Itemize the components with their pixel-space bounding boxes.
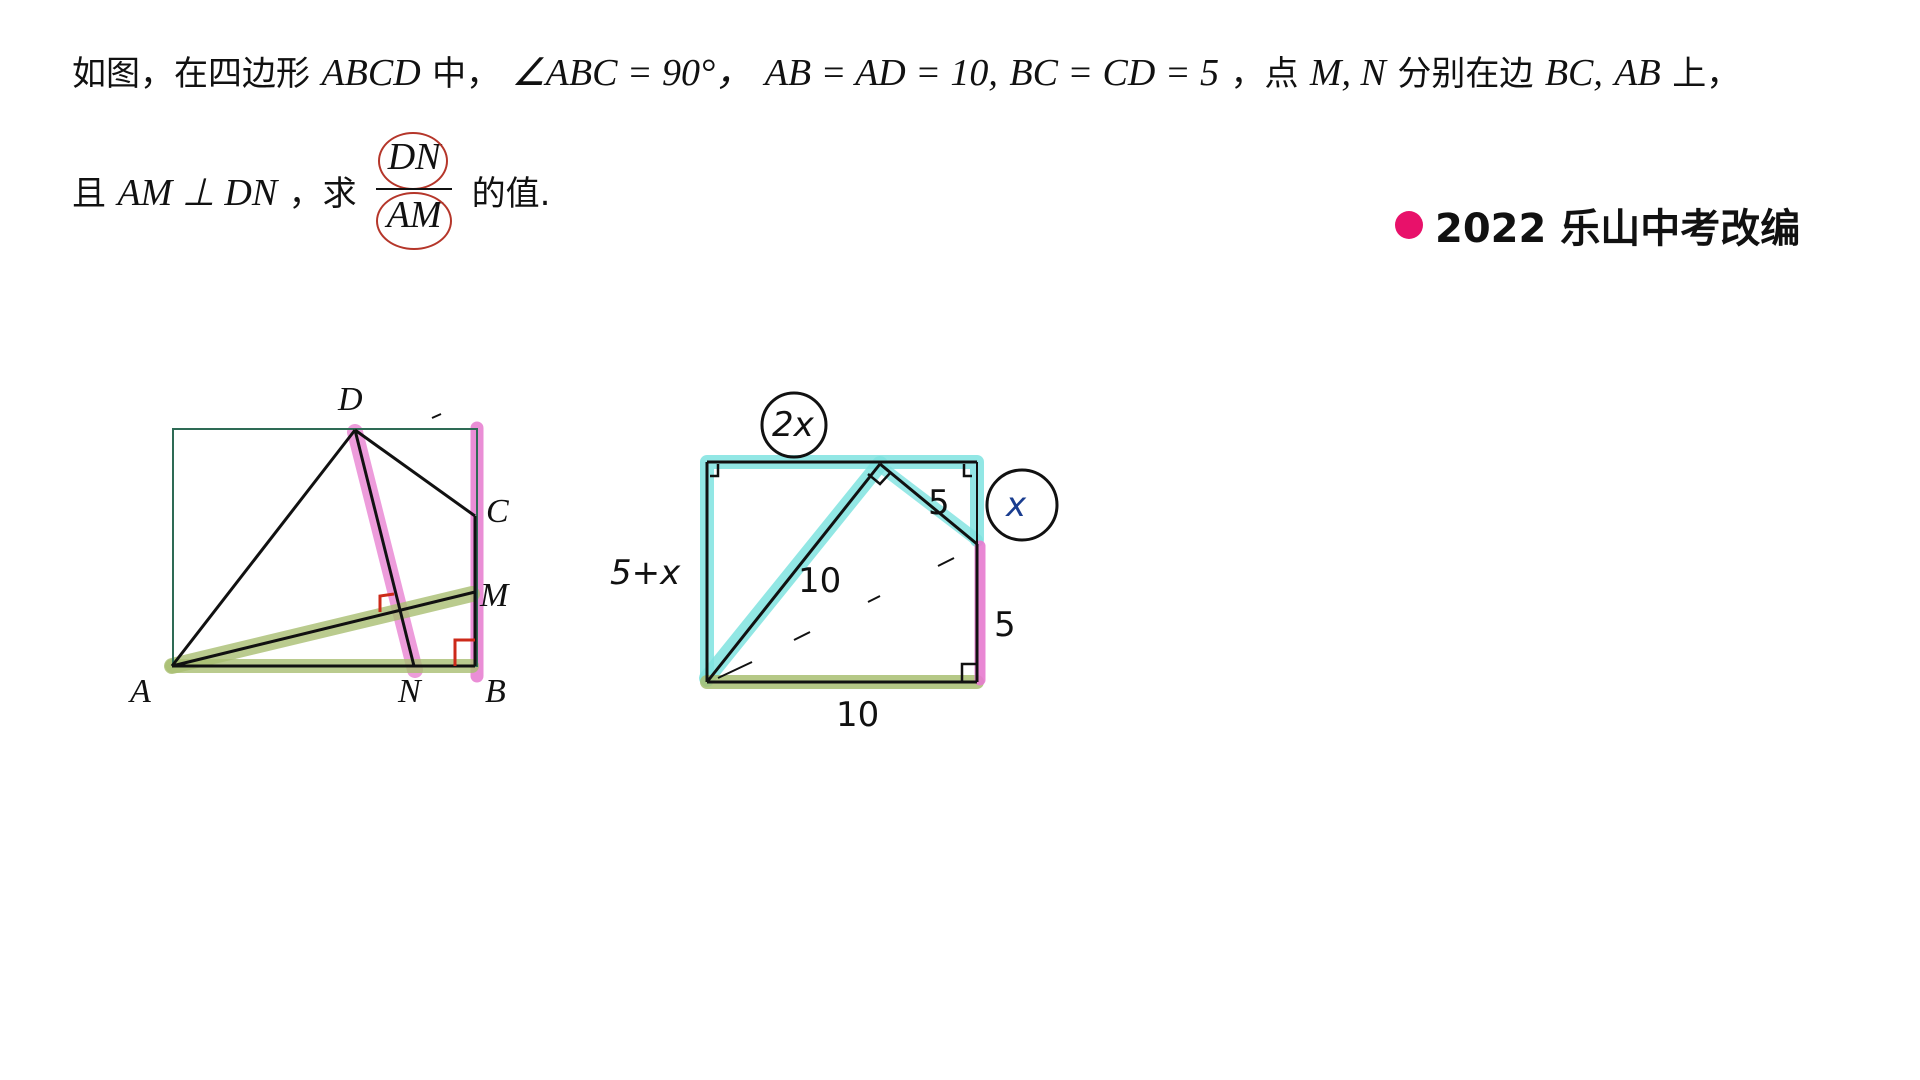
label-b: B bbox=[485, 673, 506, 710]
segment-dc bbox=[354, 428, 476, 518]
label-d: D bbox=[337, 381, 363, 418]
circle-x bbox=[985, 468, 1059, 542]
label-bottom-10: 10 bbox=[836, 695, 879, 735]
label-slant-5: 5 bbox=[928, 483, 950, 523]
edge-ab: AB bbox=[1614, 52, 1661, 94]
label-a: A bbox=[128, 673, 151, 710]
right-angle-perp bbox=[378, 592, 395, 612]
problem-line-2: 且 AM ⊥ DN ，求 DN AM 的值. bbox=[72, 132, 551, 250]
fraction-bar bbox=[376, 188, 453, 190]
problem-line-1: 如图，在四边形 ABCD 中， ∠ABC = 90°， AB = AD = 10… bbox=[72, 54, 1740, 92]
segment-am bbox=[171, 590, 476, 668]
label-5-plus-x: 5+x bbox=[610, 553, 681, 593]
fig2-right-angle-tl bbox=[710, 464, 720, 478]
perpendicular-condition: AM ⊥ DN bbox=[117, 172, 278, 214]
label-n: N bbox=[397, 673, 423, 710]
text-segment: 且 bbox=[72, 174, 106, 214]
label-x: x bbox=[1005, 485, 1027, 525]
source-text: 2022 乐山中考改编 bbox=[1435, 206, 1801, 252]
quadrilateral-name: ABCD bbox=[321, 52, 421, 94]
source-tag: 2022 乐山中考改编 bbox=[1395, 196, 1800, 254]
fig2-slant bbox=[879, 462, 978, 546]
text-segment: 上， bbox=[1672, 54, 1741, 94]
dash-mark bbox=[717, 661, 753, 679]
angle-condition: ∠ABC = 90°， bbox=[511, 52, 754, 94]
dash-mark bbox=[867, 595, 881, 603]
fig2-right-angle-br bbox=[960, 662, 977, 682]
text-segment: 的值. bbox=[471, 174, 551, 214]
edge-bc: BC, bbox=[1544, 52, 1603, 94]
text-segment: 中， bbox=[432, 54, 501, 94]
text-segment: 分别在边 bbox=[1397, 54, 1534, 94]
label-2x: 2x bbox=[772, 405, 815, 445]
figure-1: D C M A N B bbox=[128, 381, 510, 710]
source-dot bbox=[1395, 211, 1423, 239]
text-segment: 如图，在四边形 bbox=[72, 54, 310, 94]
label-diag-10: 10 bbox=[798, 561, 841, 601]
label-right-5: 5 bbox=[994, 605, 1016, 645]
label-c: C bbox=[486, 493, 509, 530]
points-mn: M, N bbox=[1309, 52, 1386, 94]
fig2-right-angle-tr bbox=[962, 464, 972, 478]
text-segment: ，点 bbox=[1230, 54, 1299, 94]
circle-2x bbox=[760, 391, 828, 459]
stray-mark bbox=[431, 413, 442, 419]
denominator-circle bbox=[376, 192, 453, 250]
label-m: M bbox=[479, 577, 510, 614]
length-condition-2: BC = CD = 5 bbox=[1009, 52, 1219, 94]
dash-mark bbox=[793, 631, 811, 641]
segment-dn bbox=[353, 429, 416, 667]
dash-mark bbox=[937, 557, 955, 567]
segment-ad bbox=[170, 429, 357, 667]
text-segment: ，求 bbox=[288, 174, 357, 214]
figure-2: 2x 5+x 10 5 x 5 10 bbox=[610, 391, 1059, 735]
fig2-diagonal bbox=[705, 463, 882, 683]
length-condition-1: AB = AD = 10, bbox=[764, 52, 998, 94]
ratio-fraction: DN AM bbox=[374, 132, 454, 250]
fig2-right-angle-top bbox=[867, 471, 892, 486]
right-angle-b bbox=[453, 638, 475, 666]
